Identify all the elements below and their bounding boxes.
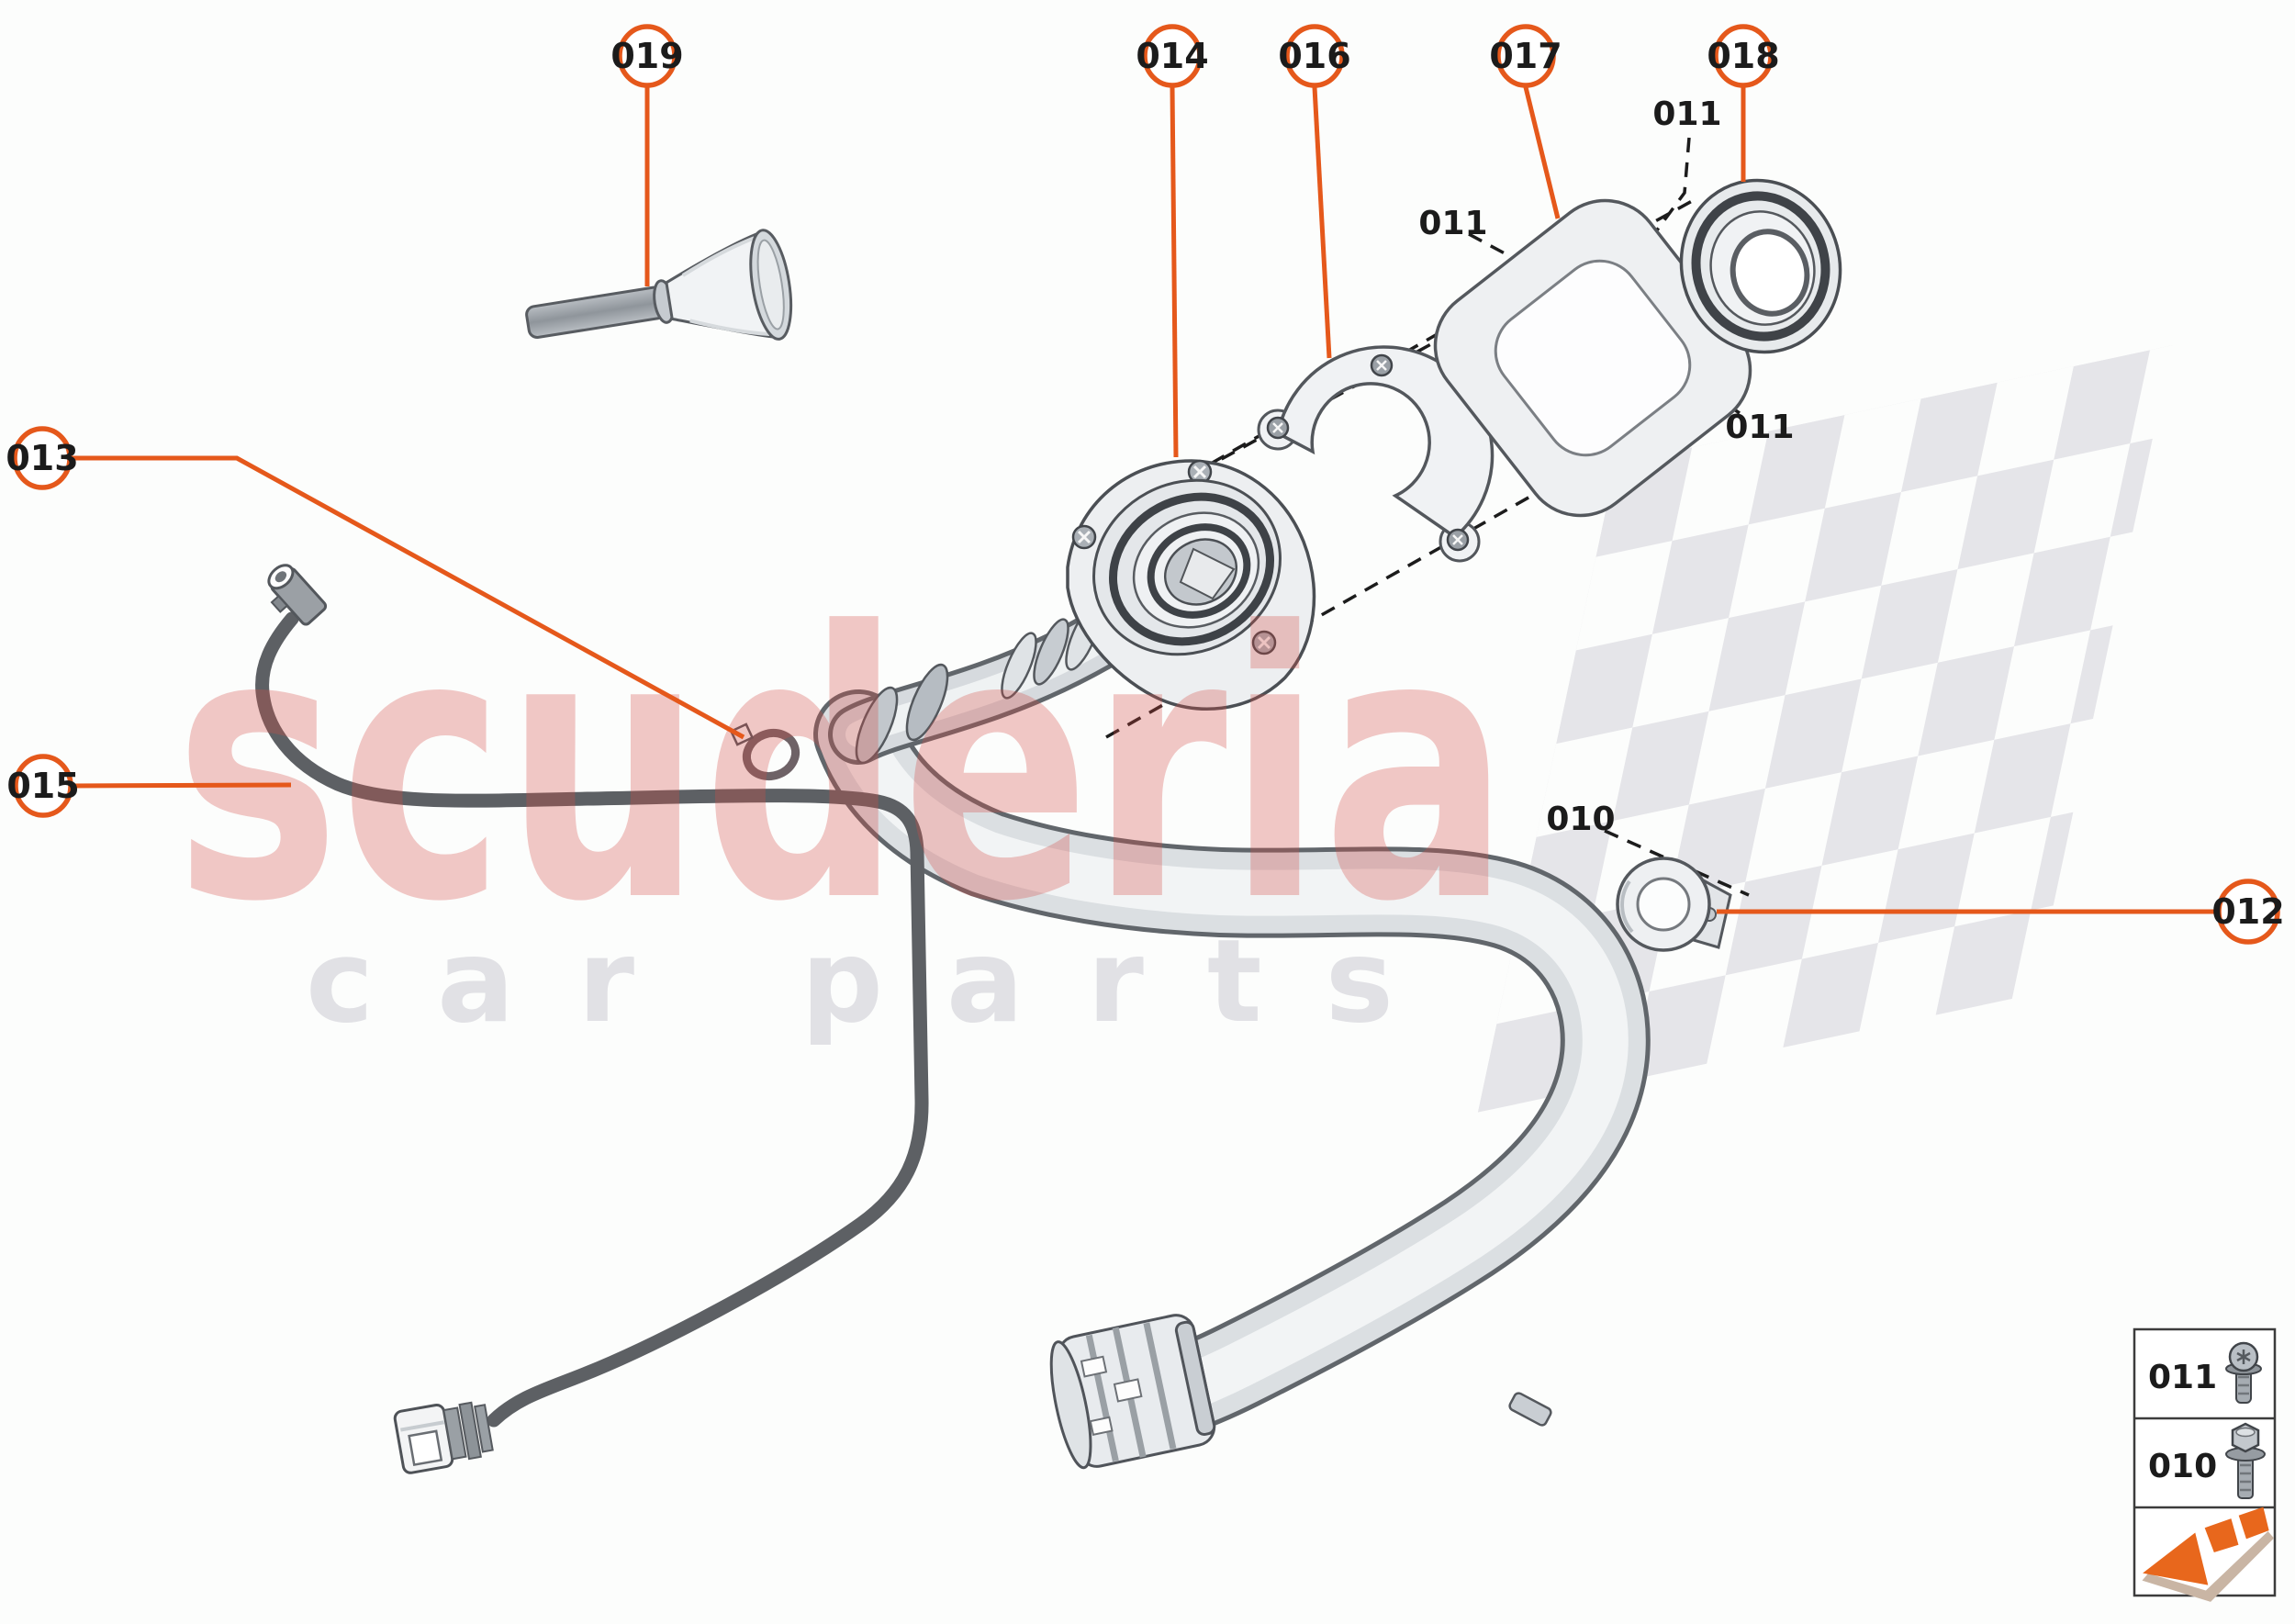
callout-015[interactable]: 015 <box>6 754 80 818</box>
part-filler-funnel <box>525 229 793 341</box>
tagline-watermark: car parts <box>306 915 1394 1048</box>
pipe-highlight <box>835 711 1629 1420</box>
label-011-right: 011 <box>1725 409 1794 446</box>
part-pipe-clamp <box>1616 857 1732 952</box>
pipe-mount-tab <box>1508 1392 1552 1427</box>
callout-014-label: 014 <box>1136 36 1208 76</box>
legend-row-screw[interactable]: 011 <box>2148 1341 2262 1404</box>
dashed-rail-lower <box>1105 384 1727 739</box>
callout-012[interactable]: 012 <box>2211 879 2285 945</box>
label-010: 010 <box>1546 801 1615 838</box>
callout-019-label: 019 <box>610 36 683 76</box>
bolt-icon <box>2225 1422 2266 1499</box>
callout-014[interactable]: 014 <box>1136 24 1209 88</box>
part-grommet-ring <box>1679 178 1842 354</box>
leader-011-mid <box>1468 232 1543 275</box>
part-gasket-frame <box>1433 198 1752 518</box>
leader-014 <box>1170 86 1179 458</box>
legend-screw-label: 011 <box>2148 1359 2217 1396</box>
callout-015-label: 015 <box>6 766 79 806</box>
callout-012-label: 012 <box>2211 891 2284 932</box>
part-filler-pipe <box>813 459 1651 1470</box>
callout-016-label: 016 <box>1278 36 1350 76</box>
callout-018-label: 018 <box>1707 36 1779 76</box>
brand-watermark: scuderia <box>174 555 1510 982</box>
callout-017[interactable]: 017 <box>1489 24 1562 88</box>
label-011-top: 011 <box>1652 95 1721 133</box>
part-retaining-bracket <box>1257 345 1495 563</box>
hose-top-connector <box>267 564 328 626</box>
filler-flap-valve <box>1179 547 1236 600</box>
hose-quick-connector <box>393 1401 494 1474</box>
callout-leaders <box>71 86 2219 914</box>
callout-017-label: 017 <box>1489 36 1562 76</box>
leader-013 <box>71 455 745 740</box>
part-vent-hose <box>255 564 929 1474</box>
callout-018[interactable]: 018 <box>1707 24 1780 88</box>
filler-head <box>1066 459 1316 711</box>
callout-019[interactable]: 019 <box>610 24 684 88</box>
leader-015 <box>71 782 292 789</box>
legend-box: 011 010 <box>2133 1327 2277 1602</box>
brand-arrow-logo <box>2142 1506 2275 1602</box>
screw-icon <box>2225 1341 2262 1404</box>
part-hose-clamp <box>729 722 800 781</box>
leader-016 <box>1312 86 1332 359</box>
flange-screws <box>1071 459 1277 655</box>
callout-016[interactable]: 016 <box>1278 24 1351 88</box>
legend-bolt-label: 010 <box>2148 1448 2217 1485</box>
leader-017 <box>1523 86 1561 219</box>
callout-013[interactable]: 013 <box>6 426 79 490</box>
bracket-screws <box>1266 353 1470 552</box>
callout-013-label: 013 <box>6 438 78 478</box>
legend-row-bolt[interactable]: 010 <box>2148 1422 2266 1499</box>
vent-hose-tube <box>255 611 929 1428</box>
pipe-end-coupler <box>1049 1314 1216 1470</box>
label-011-mid: 011 <box>1418 205 1487 242</box>
